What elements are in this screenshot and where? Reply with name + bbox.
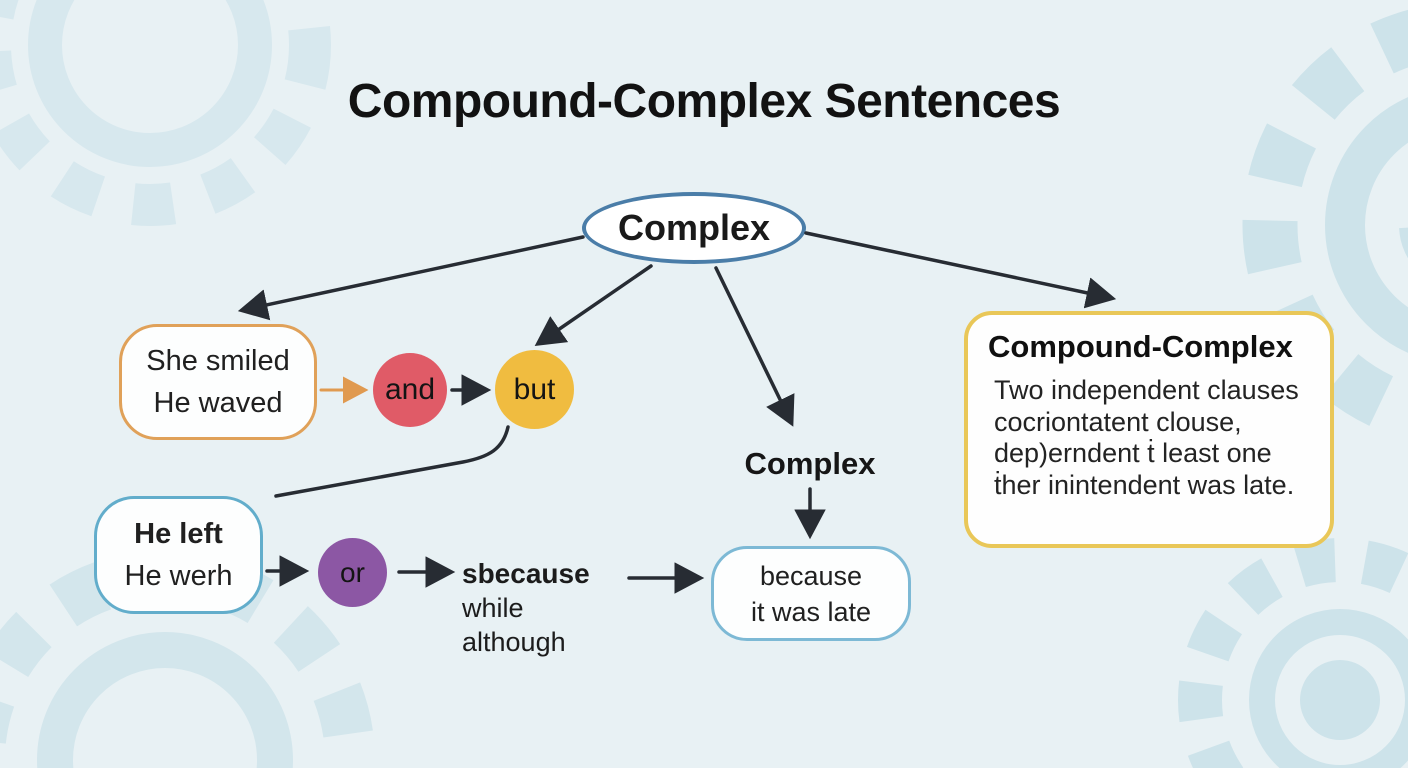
conjunction-label: and [384,373,436,406]
conjunction-node-or: or [318,538,387,607]
subordinator-item: sbecause [462,558,590,589]
definition-line: Two independent clauses [994,375,1299,405]
page-title: Compound-Complex Sentences [347,75,1061,128]
complex-example-box: He left He werh [94,496,263,614]
gear-icon [0,550,375,768]
gear-icon [0,0,331,226]
subordinator-list: sbecause while although [462,557,590,659]
conjunction-label: but [513,372,556,406]
conjunction-node-but: but [495,350,574,429]
gear-icon [1178,538,1408,768]
result-line: it was late [750,596,872,627]
dependent-clause-box: because it was late [711,546,911,641]
example-line: He waved [153,387,283,419]
subordinator-item: although [462,627,566,657]
conjunction-node-and: and [373,353,447,427]
definition-line: dep)erndent ṫ least one [994,438,1272,468]
example-line: She smiled [146,345,290,377]
example-line: He left [134,518,223,550]
definition-line: cocriontatent clouse, [994,406,1242,437]
conjunction-label: or [340,556,365,588]
root-node-complex: Complex [582,192,806,264]
complex-branch-label: Complex [744,446,876,481]
gear-icon [1242,2,1408,448]
compound-example-box: She smiled He waved [119,324,317,440]
definition-line: ṫher inintendent was late. [994,469,1295,500]
example-line: He werh [124,560,233,592]
root-node-label: Complex [617,207,771,248]
result-line: because [759,560,863,591]
definition-title: Compound-Complex [988,329,1293,364]
definition-box: Compound-Complex Two independent clauses… [964,311,1334,548]
subordinator-item: while [462,593,524,623]
